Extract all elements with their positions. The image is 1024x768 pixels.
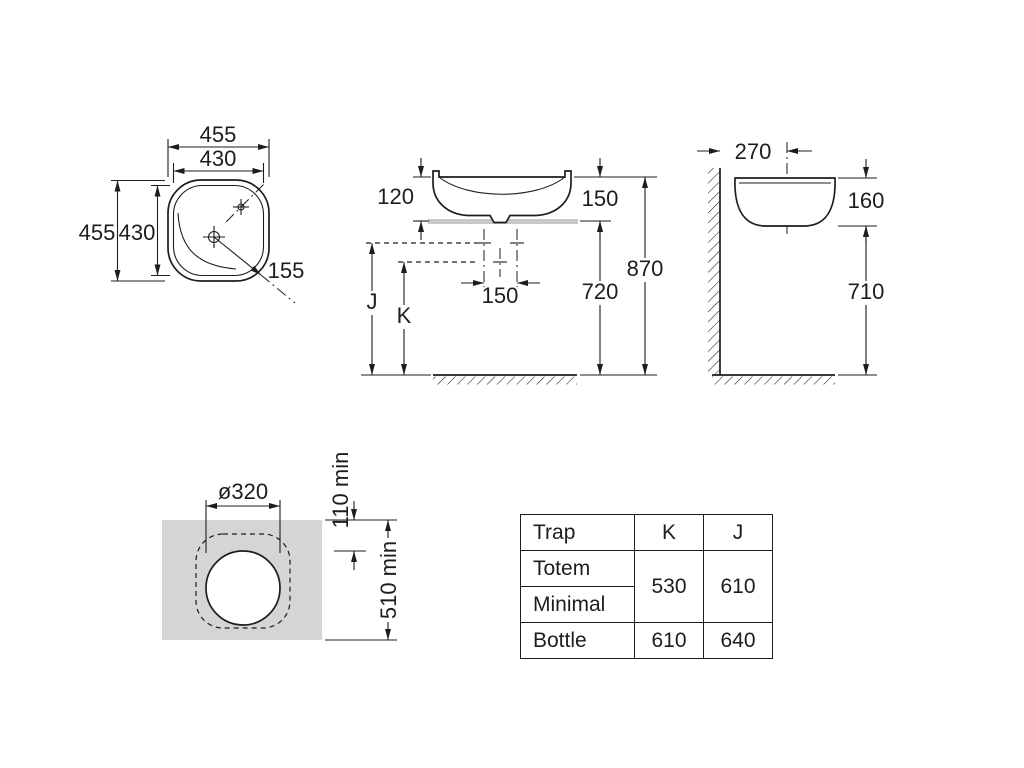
dim-label: 455 [200, 122, 237, 147]
trap-dimensions-table: Trap K J Totem 530 610 Minimal Bottle 61… [520, 514, 773, 659]
dim-label: 510 min [376, 541, 401, 619]
wall-hatching [708, 168, 720, 375]
dim-basin-height: 120 [377, 158, 431, 240]
trap-name-cell: Bottle [520, 622, 635, 659]
trap-name-cell: Minimal [520, 586, 635, 623]
trap-name-cell: Totem [520, 550, 635, 587]
dim-label: ø320 [218, 479, 268, 504]
floor-hatching [712, 376, 835, 385]
dim-label: 455 [79, 220, 116, 245]
dim-wall-to-center: 270 [697, 139, 812, 164]
dim-label: 160 [848, 188, 885, 213]
header-k: K [634, 514, 704, 551]
tap-hole-marker-right [510, 229, 524, 287]
basin-footprint-outline [195, 533, 291, 629]
table-row: Totem 530 610 [520, 550, 773, 623]
dim-label: 430 [200, 146, 237, 171]
dim-label: 155 [268, 258, 305, 283]
table-row: Minimal [520, 586, 773, 623]
dim-depth-min: 510 min [325, 520, 402, 641]
dim-label: 710 [848, 279, 885, 304]
basin-interior-contour [177, 212, 237, 270]
dim-line [213, 236, 262, 276]
dim-label: 720 [582, 279, 619, 304]
trap-j-cell: 610 [703, 550, 773, 623]
basin-rim-curve [438, 176, 566, 195]
drain-center-marker [493, 248, 507, 277]
centerline [225, 183, 265, 223]
dim-hole-diameter: ø320 [205, 479, 281, 553]
dim-under-height: 710 [843, 226, 889, 375]
basin-front-profile [432, 170, 572, 224]
basin-side-profile [734, 177, 836, 227]
dim-trap-k: K [392, 261, 477, 375]
dim-width-inner: 430 [172, 146, 265, 183]
dim-drain-offset: 155 [213, 236, 305, 304]
table-header-row: Trap K J [520, 514, 773, 551]
dim-counter-height: 720 [577, 221, 623, 375]
dim-basin-height-side: 160 [838, 159, 884, 245]
dim-height-outer: 455 [79, 179, 165, 282]
dim-label: 430 [119, 220, 156, 245]
dim-label: 150 [482, 283, 519, 308]
dim-label: 870 [627, 256, 664, 281]
dim-label: 150 [582, 186, 619, 211]
dim-edge-min: 110 min [325, 452, 397, 570]
header-trap: Trap [520, 514, 635, 551]
dim-width-outer: 455 [167, 122, 270, 177]
front-elevation-view: 120 150 870 720 [360, 158, 668, 385]
dim-tap-centers: 150 [461, 280, 540, 308]
dim-label: 120 [377, 184, 414, 209]
dim-total-height: 870 [622, 177, 668, 375]
centerline [260, 274, 296, 304]
trap-k-cell: 610 [634, 622, 704, 659]
basin-inner-rim [172, 184, 265, 277]
table-row: Bottle 610 640 [520, 622, 773, 659]
dim-label: 110 min [328, 452, 353, 529]
cutout-template-view: ø320 110 min 510 min [162, 452, 402, 641]
trap-j-cell: 640 [703, 622, 773, 659]
dim-trap-j: J [360, 242, 477, 375]
trap-k-cell: 530 [634, 550, 704, 623]
side-elevation-view: 270 160 710 [697, 139, 889, 385]
cutout-hole [205, 550, 281, 626]
tap-hole-marker-left [477, 229, 491, 287]
dim-height-inner: 430 [119, 184, 170, 277]
dim-label: J [367, 289, 378, 314]
dim-label: 270 [735, 139, 772, 164]
plan-view: 155 455 430 455 430 [79, 122, 305, 304]
floor-line [361, 374, 657, 385]
floor-line [712, 374, 877, 385]
dim-label: K [397, 303, 412, 328]
header-j: J [703, 514, 773, 551]
floor-hatching [433, 376, 577, 385]
